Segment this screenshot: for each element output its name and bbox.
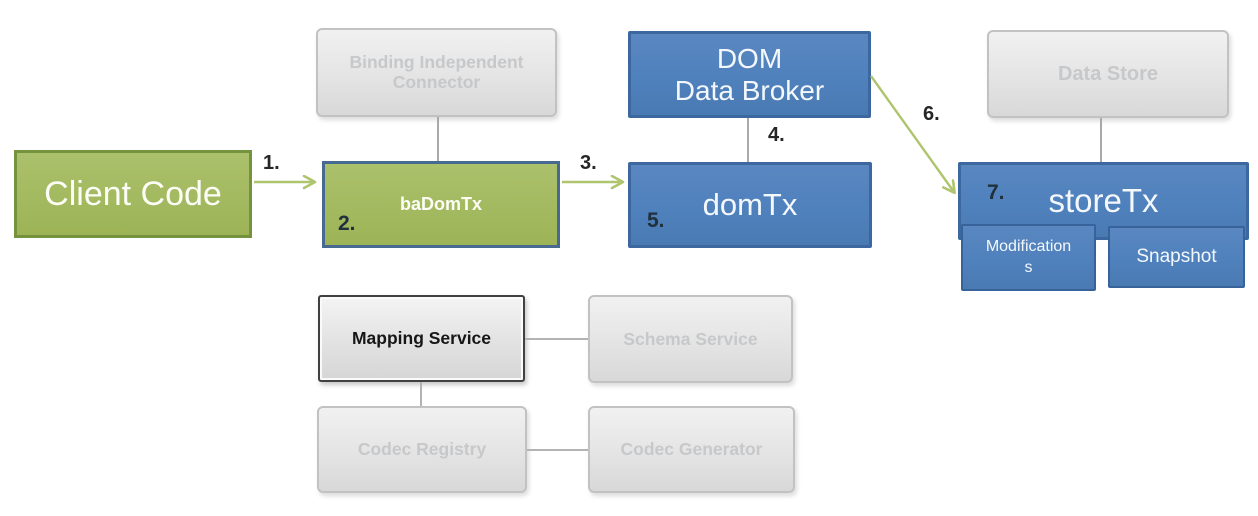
- arrow-6-broker-to-storetx: [870, 75, 954, 192]
- step-3-label: 3.: [580, 152, 597, 174]
- mapping-service-box: Mapping Service: [318, 295, 525, 382]
- domtx-box: domTx 5.: [628, 162, 872, 248]
- codec-generator-label: Codec Generator: [620, 439, 763, 459]
- modifications-label: Modifications: [985, 237, 1072, 276]
- schema-service-label: Schema Service: [623, 328, 758, 349]
- schema-service-box: Schema Service: [588, 295, 793, 383]
- snapshot-box: Snapshot: [1108, 226, 1245, 288]
- mapping-service-label: Mapping Service: [351, 328, 492, 348]
- binding-independent-connector-box: Binding Independent Connector: [316, 28, 557, 117]
- data-store-label: Data Store: [1057, 62, 1159, 85]
- codec-registry-box: Codec Registry: [317, 406, 527, 493]
- dom-data-broker-box: DOM Data Broker: [628, 31, 871, 118]
- step-6-label: 6.: [923, 103, 940, 125]
- step-1-label: 1.: [263, 152, 280, 174]
- data-store-box: Data Store: [987, 30, 1229, 118]
- storetx-label: storeTx: [1048, 182, 1159, 219]
- badomtx-box: baDomTx 2.: [322, 161, 560, 248]
- step-7-label: 7.: [987, 181, 1005, 204]
- step-5-label: 5.: [647, 209, 665, 232]
- snapshot-label: Snapshot: [1136, 246, 1217, 267]
- domtx-label: domTx: [702, 187, 798, 222]
- step-4-label: 4.: [768, 124, 785, 146]
- codec-generator-box: Codec Generator: [588, 406, 795, 493]
- badomtx-label: baDomTx: [399, 194, 482, 214]
- modifications-box: Modifications: [961, 224, 1096, 291]
- client-code-box: Client Code: [14, 150, 252, 238]
- codec-registry-label: Codec Registry: [357, 439, 487, 459]
- binding-independent-connector-label: Binding Independent Connector: [349, 51, 524, 92]
- step-2-label: 2.: [338, 212, 356, 235]
- client-code-label: Client Code: [44, 174, 222, 213]
- dom-data-broker-label: DOM Data Broker: [674, 42, 825, 106]
